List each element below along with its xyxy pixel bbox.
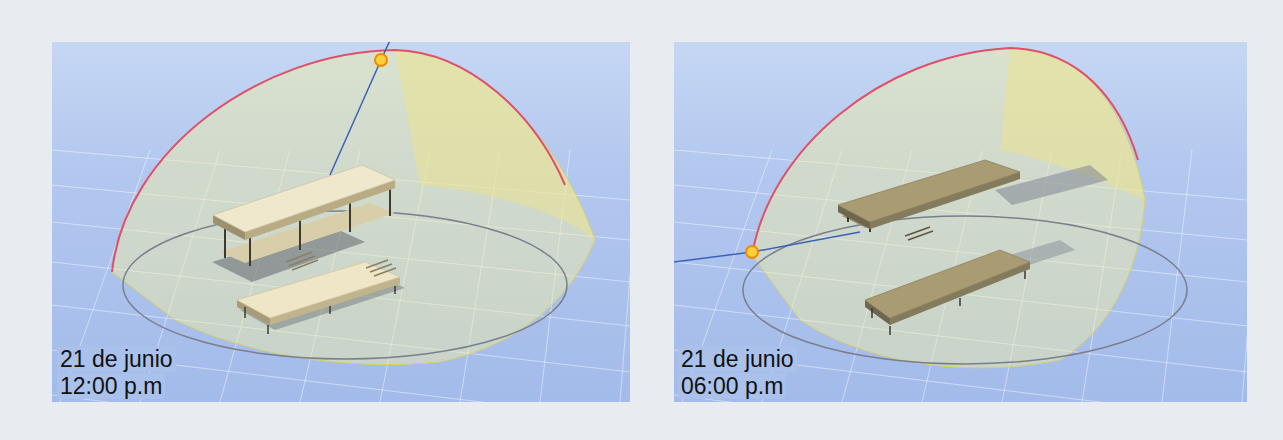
sun-path-dome [752,48,1145,368]
time-label: 12:00 p.m [57,373,165,399]
panel-evening [674,42,1247,402]
horizon-ring [123,211,567,359]
terrace-legs [245,286,395,334]
house-steps [905,227,933,240]
horizon-ring [743,216,1187,364]
sun-ray [330,42,392,175]
sky-ground [674,42,1247,402]
dome-shade [395,50,595,240]
sun-marker [375,54,387,66]
house-steps [286,252,318,270]
terrace-steps [366,260,396,276]
terrace-slab [865,250,1030,318]
date-label: 21 de junio [57,346,176,372]
sun-ray [674,232,860,262]
ground-grid [674,150,1247,402]
sky-ground [52,42,630,402]
panel-noon [52,42,630,402]
date-label: 21 de junio [678,346,797,372]
terrace-legs [872,271,1025,335]
sun-path-arc [752,48,1138,255]
sun-path-dome [112,50,595,365]
house-roof [838,160,1020,222]
time-label: 06:00 p.m [678,373,786,399]
sun-marker [746,246,758,258]
house-roof [213,165,395,232]
